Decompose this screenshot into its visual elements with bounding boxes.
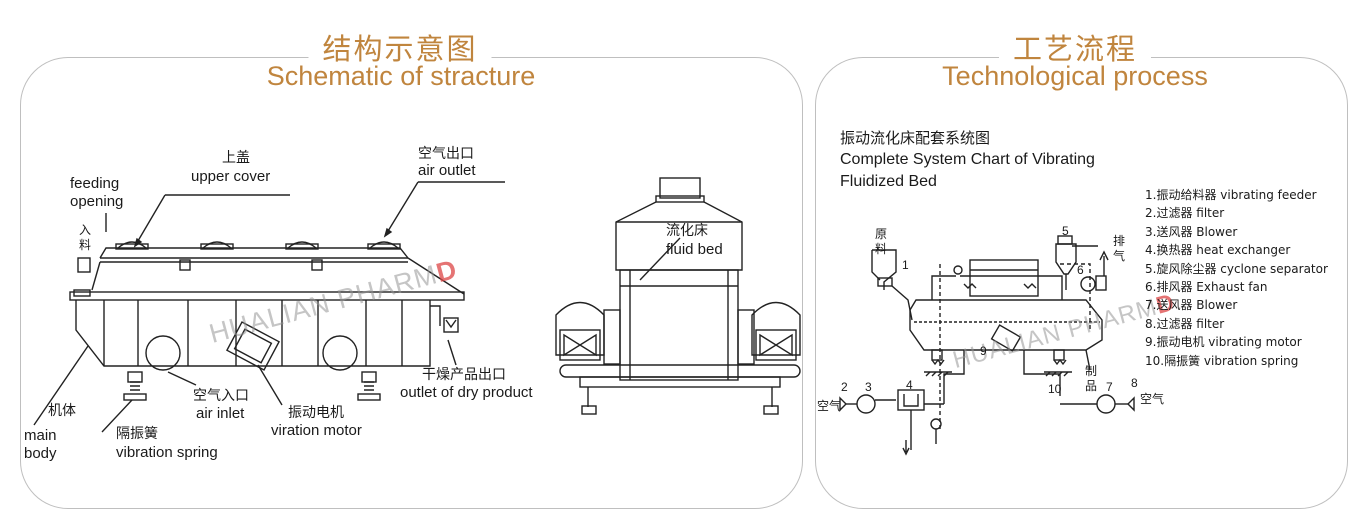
- chart-title-cn: 振动流化床配套系统图: [840, 129, 991, 147]
- label-motor-cn: 振动电机: [288, 405, 344, 421]
- diagram-number-1: 1: [902, 258, 909, 272]
- chart-title-en-1: Complete System Chart of Vibrating: [840, 151, 1095, 168]
- diagram-number-7: 7: [1106, 380, 1113, 394]
- label-product: 制品: [1084, 364, 1097, 393]
- legend-item: 4.换热器 heat exchanger: [1145, 243, 1291, 257]
- diagram-number-9: 9: [980, 344, 987, 358]
- legend-item: 1.振动给料器 vibrating feeder: [1145, 188, 1317, 202]
- process-diagram: [839, 235, 1135, 456]
- label-dry-product-cn: 干燥产品出口: [422, 367, 506, 383]
- label-spring-cn: 隔振簧: [116, 426, 158, 442]
- dryer-end-view: [555, 177, 801, 415]
- label-air-outlet-en: air outlet: [418, 162, 476, 179]
- legend-item: 9.振动电机 vibrating motor: [1145, 335, 1302, 349]
- right-panel-title-en: Technological process: [942, 61, 1208, 91]
- legend-item: 8.过滤器 filter: [1145, 317, 1225, 331]
- label-main-body-en-2: body: [24, 445, 57, 462]
- label-main-body-en-1: main: [24, 427, 57, 444]
- label-dry-product-en: outlet of dry product: [400, 384, 533, 401]
- label-air-inlet-cn: 空气入口: [193, 388, 249, 404]
- diagram-number-10: 10: [1048, 382, 1062, 396]
- chart-title-en-2: Fluidized Bed: [840, 173, 937, 190]
- label-air-outlet-cn: 空气出口: [418, 146, 474, 162]
- label-air-inlet-en: air inlet: [196, 405, 245, 422]
- label-feeding-1: feeding: [70, 175, 120, 192]
- diagram-number-4: 4: [906, 378, 913, 392]
- diagram-number-3: 3: [865, 380, 872, 394]
- legend-item: 2.过滤器 filter: [1145, 206, 1225, 220]
- label-exhaust: 排气: [1112, 234, 1125, 263]
- label-motor-en: viration motor: [271, 422, 362, 439]
- diagram-number-5: 5: [1062, 224, 1069, 238]
- right-panel-title-cn: 工艺流程: [998, 26, 1152, 68]
- label-feed-cn: 入料: [78, 223, 91, 252]
- left-panel-title-en: Schematic of stracture: [266, 61, 536, 91]
- label-spring-en: vibration spring: [116, 444, 218, 461]
- left-leader-lines: [33, 181, 505, 433]
- label-main-body-cn: 机体: [48, 403, 76, 419]
- legend-item: 7.送风器 Blower: [1145, 298, 1238, 312]
- label-fluid-bed-cn: 流化床: [666, 223, 708, 239]
- label-feeding-2: opening: [70, 193, 124, 210]
- label-air-right: 空气: [1140, 392, 1165, 406]
- label-fluid-bed-en: fluid bed: [666, 241, 723, 258]
- label-raw-material: 原料: [874, 227, 887, 256]
- legend-item: 3.送风器 Blower: [1145, 225, 1238, 239]
- label-upper-cover-en: upper cover: [191, 168, 271, 185]
- diagram-number-6: 6: [1077, 263, 1084, 277]
- legend-item: 6.排风器 Exhaust fan: [1145, 280, 1268, 294]
- diagram-number-8: 8: [1131, 376, 1138, 390]
- label-upper-cover-cn: 上盖: [222, 150, 250, 166]
- diagram-number-2: 2: [841, 380, 848, 394]
- dryer-side-view: [69, 241, 465, 401]
- legend-item: 10.隔振簧 vibration spring: [1145, 354, 1299, 368]
- legend-item: 5.旋风除尘器 cyclone separator: [1145, 262, 1328, 276]
- label-air-left: 空气: [817, 399, 842, 413]
- left-panel-title-cn: 结构示意图: [308, 26, 492, 68]
